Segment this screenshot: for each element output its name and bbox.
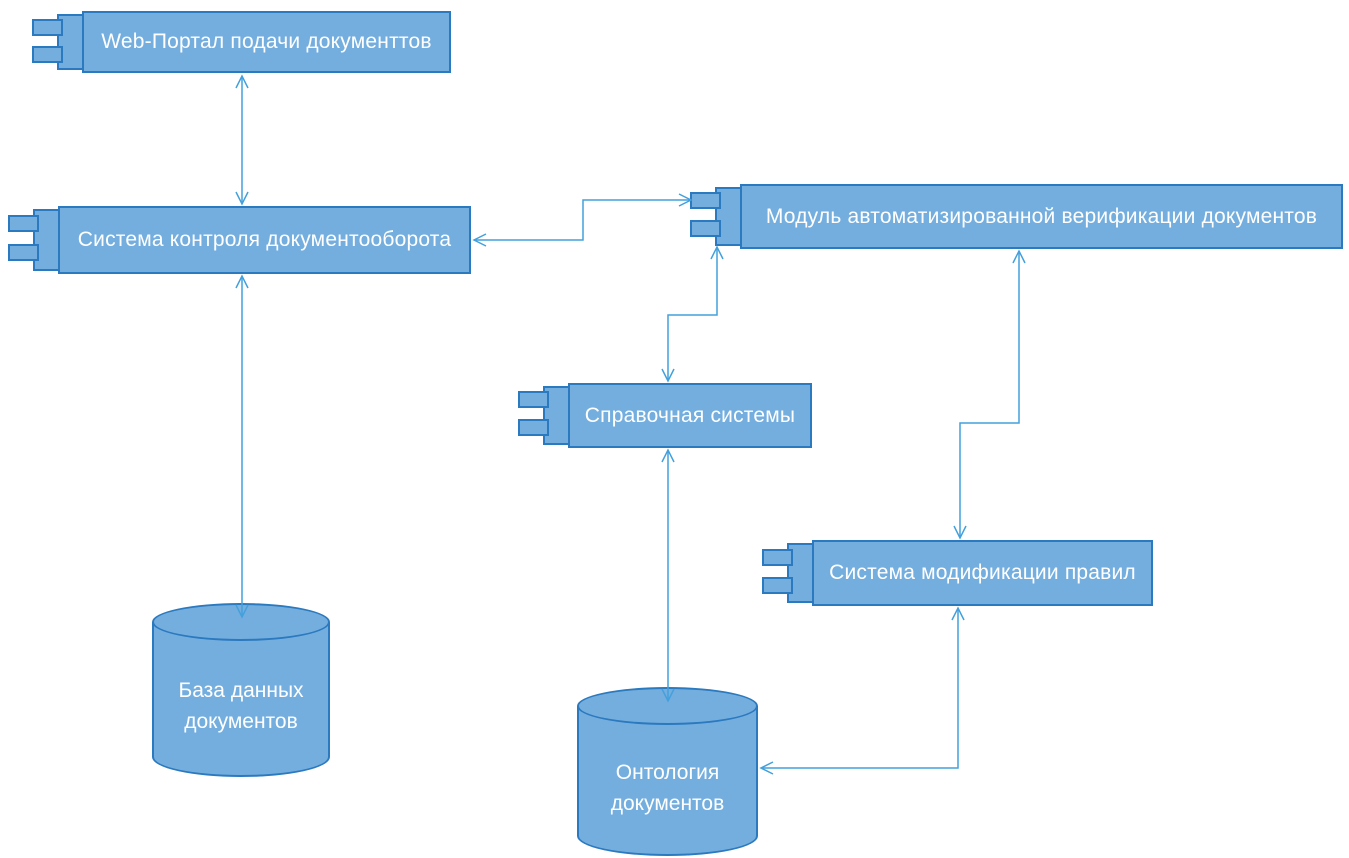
connector-rule-modification-to-ontology [759, 606, 965, 775]
component-rule-modification-system: Система модификации правил [762, 540, 1153, 606]
component-body: Система модификации правил [812, 540, 1153, 606]
component-tab-icon [762, 576, 793, 594]
cylinder-body [577, 706, 758, 856]
component-body: Справочная системы [568, 383, 812, 448]
database-label-line: Онтология [615, 760, 720, 784]
component-label: Модуль автоматизированной верификации до… [765, 204, 1318, 228]
component-tab-icon [32, 45, 63, 63]
database-label-line: документов [184, 710, 298, 733]
component-verification-module: Модуль автоматизированной верификации до… [690, 184, 1343, 249]
component-body: Система контроля документооборота [58, 206, 471, 274]
component-tab-icon [690, 220, 721, 238]
component-body: Модуль автоматизированной верификации до… [740, 184, 1343, 249]
component-tab-icon [32, 19, 63, 37]
component-tab-icon [690, 192, 721, 210]
database-documents-ontology: Онтология документов [577, 687, 758, 856]
component-label: Система контроля документооборота [77, 228, 452, 251]
component-label: Справочная системы [584, 403, 796, 427]
component-document-control-system: Система контроля документооборота [8, 206, 471, 274]
component-label: Web-Портал подачи документтов [101, 30, 432, 53]
database-documents-db: База данных документов [152, 603, 330, 777]
component-reference-system: Справочная системы [518, 383, 812, 448]
component-label: Система модификации правил [829, 561, 1136, 584]
component-tab-icon [518, 419, 549, 437]
cylinder-top [577, 687, 758, 725]
component-tab-icon [762, 548, 793, 566]
component-tab-icon [518, 391, 549, 409]
database-label-line: База данных [178, 679, 304, 702]
cylinder-top [152, 603, 330, 641]
database-label-line: документов [610, 791, 725, 815]
database-label: Онтология документов [577, 727, 758, 848]
component-tab-icon [8, 214, 39, 232]
connector-verification-module-to-reference-system [661, 245, 724, 383]
component-tab-icon [8, 244, 39, 262]
cylinder-body [152, 622, 330, 777]
connector-verification-module-to-rule-modification [953, 249, 1026, 540]
component-body: Web-Портал подачи документтов [82, 11, 451, 73]
connector-control-system-to-verification-module [472, 193, 693, 247]
database-label: База данных документов [152, 643, 330, 769]
component-web-portal: Web-Портал подачи документтов [32, 11, 451, 73]
